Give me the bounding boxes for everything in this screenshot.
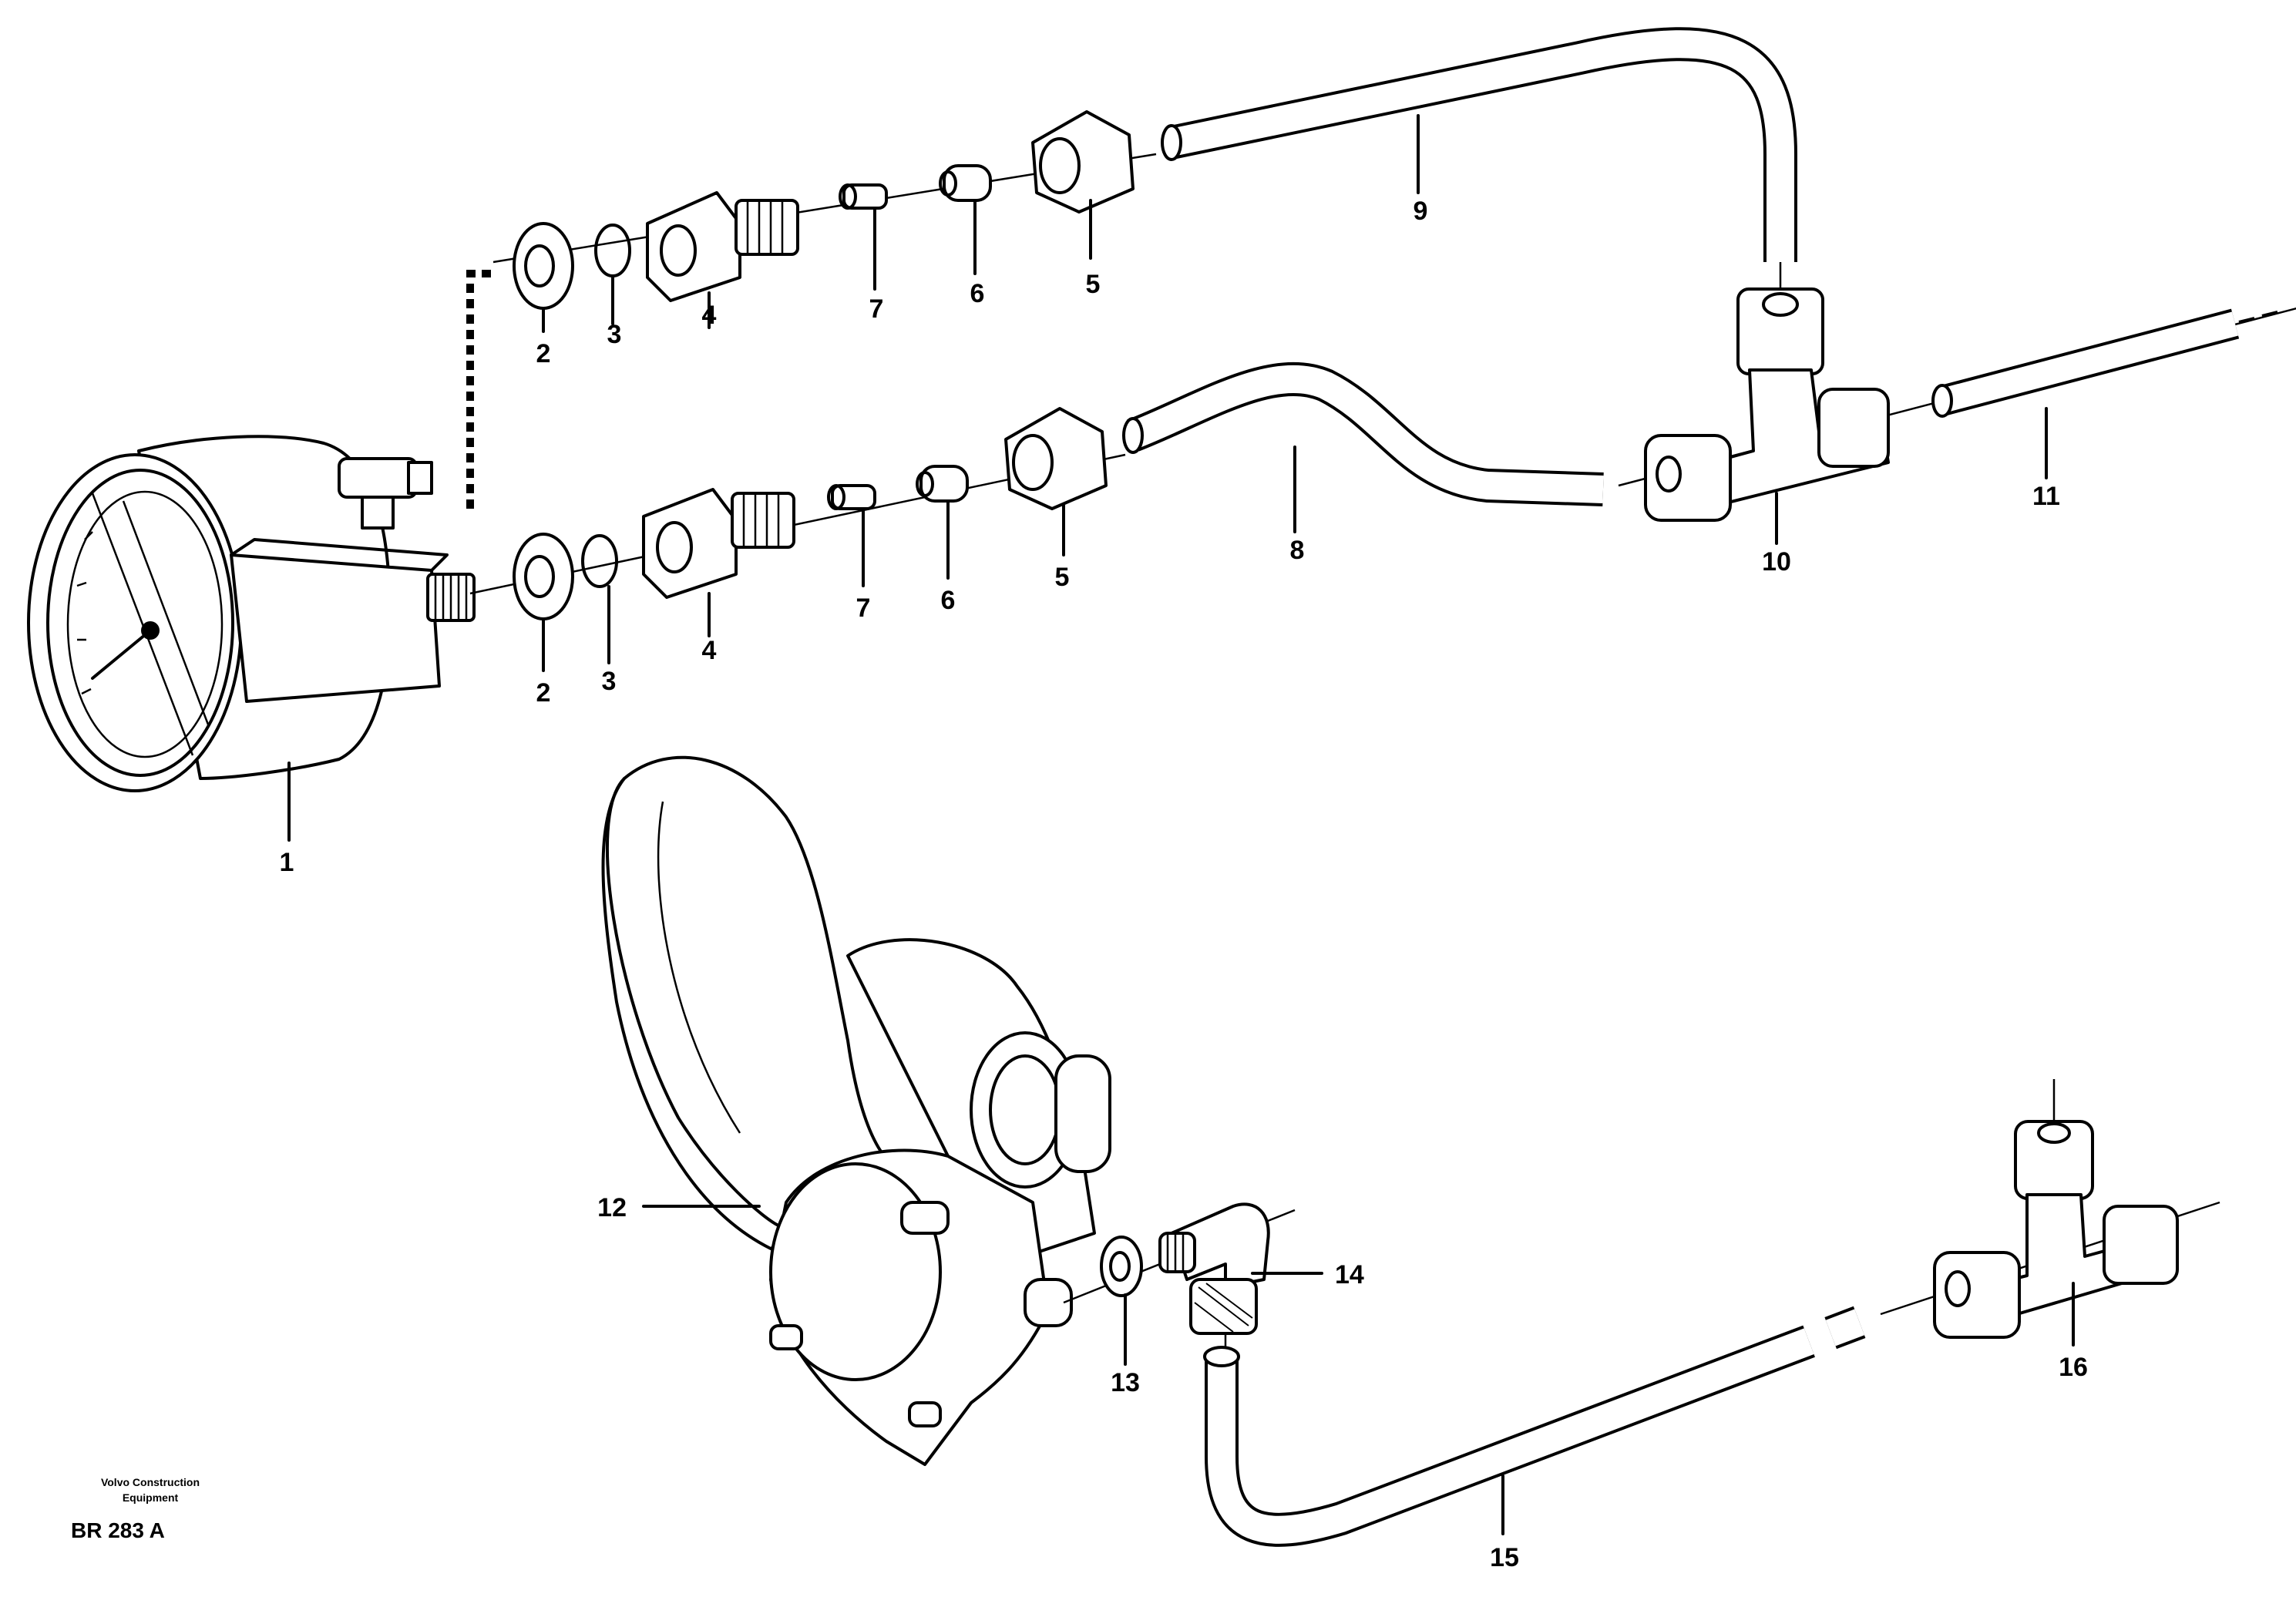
credit-line-1: Volvo Construction (101, 1476, 200, 1488)
tee-fitting-lower (1880, 1079, 2220, 1339)
callout-12: 12 (597, 1193, 627, 1222)
callout-9: 9 (1414, 197, 1428, 226)
credit-line-2: Equipment (123, 1491, 179, 1504)
callout-7-lower: 7 (856, 593, 871, 623)
callout-10: 10 (1762, 547, 1791, 577)
callout-5-lower: 5 (1055, 563, 1070, 592)
callout-4-upper: 4 (702, 301, 717, 330)
callout-13: 13 (1111, 1368, 1140, 1397)
callout-7-upper: 7 (869, 294, 884, 324)
callout-2-upper: 2 (536, 339, 551, 368)
leader-lines (287, 114, 2075, 1535)
air-horn (601, 755, 1111, 1466)
pressure-gauge (27, 270, 493, 792)
lower-fitting-row (469, 361, 1604, 620)
callout-labels: 1 2 2 3 3 4 4 5 5 6 6 7 7 8 9 10 11 12 1… (280, 197, 2088, 1572)
tee-fitting-upper (1618, 262, 2296, 522)
publisher-credit: Volvo Construction Equipment BR 283 A (71, 1476, 200, 1542)
callout-3-upper: 3 (607, 320, 622, 349)
callout-8: 8 (1290, 536, 1305, 565)
pipe-15 (1203, 1298, 1887, 1547)
callout-16: 16 (2059, 1353, 2088, 1382)
callout-6-upper: 6 (970, 279, 985, 308)
callout-14: 14 (1335, 1260, 1364, 1289)
callout-2-lower: 2 (536, 678, 551, 708)
horn-outlet-fittings (1063, 1202, 1296, 1357)
drawing-code: BR 283 A (71, 1518, 165, 1542)
callout-15: 15 (1490, 1543, 1519, 1572)
callout-4-lower: 4 (702, 636, 717, 665)
callout-6-lower: 6 (941, 586, 956, 615)
callout-3-lower: 3 (602, 667, 617, 696)
callout-11: 11 (2032, 482, 2060, 511)
callout-1: 1 (280, 848, 294, 877)
upper-fitting-row (492, 27, 1797, 310)
callout-5-upper: 5 (1086, 270, 1101, 299)
